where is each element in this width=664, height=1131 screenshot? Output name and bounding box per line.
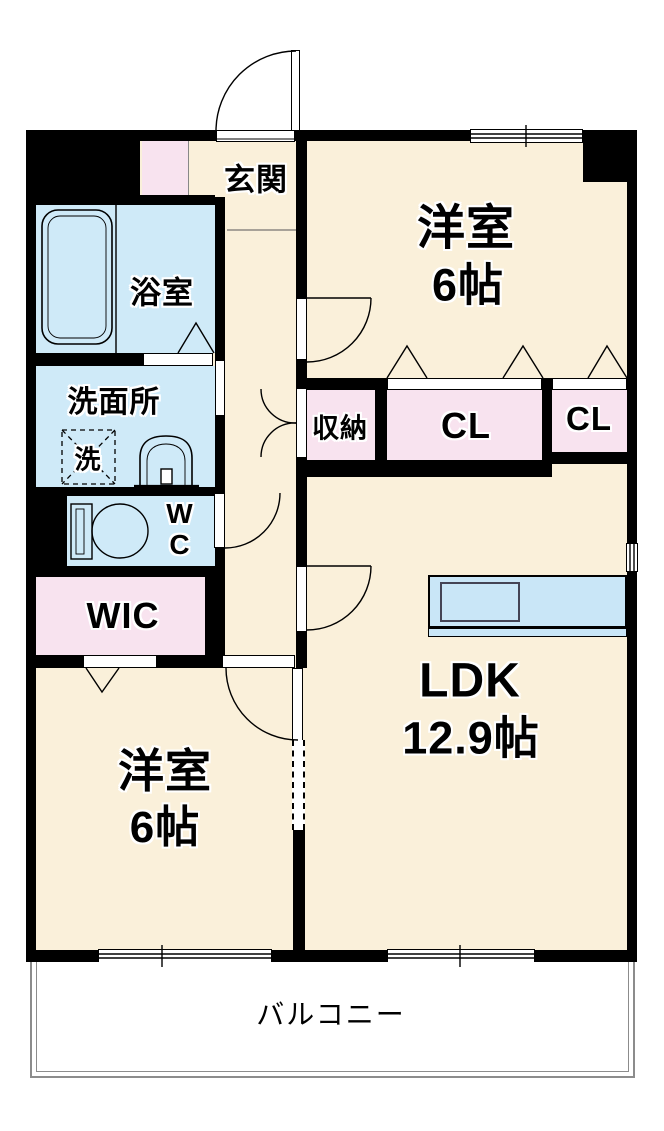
bedroom-bottom-door-opening	[222, 655, 295, 668]
wall-segment	[544, 452, 637, 464]
entry-door-threshold	[216, 130, 295, 142]
wall-segment	[627, 182, 637, 543]
wall-segment	[26, 487, 225, 496]
entry-door-leaf	[291, 50, 300, 131]
wic-folding-door-opening	[83, 655, 157, 668]
wall-segment	[583, 130, 637, 182]
label-washer: 洗	[74, 444, 102, 475]
wall-segment	[296, 360, 307, 390]
wall-segment	[272, 950, 387, 962]
wall-segment	[215, 415, 225, 493]
label-wc-line2: C	[169, 529, 191, 560]
wall-segment	[26, 353, 143, 366]
label-bedroom-bottom: 洋室	[118, 745, 212, 797]
wall-segment	[296, 460, 552, 477]
label-bedroom-top: 洋室	[416, 202, 516, 255]
wall-segment	[296, 141, 307, 298]
kitchen-counter-edge	[428, 628, 627, 637]
wall-segment	[295, 130, 470, 141]
balcony-area	[30, 962, 635, 1078]
label-wc-line1: W	[166, 498, 194, 530]
wic-floor	[36, 577, 212, 655]
washroom-door-opening	[215, 361, 225, 415]
window-kitchen-side	[626, 543, 638, 572]
wall-segment	[293, 830, 305, 950]
wall-segment	[296, 458, 307, 566]
storage-door-opening	[296, 388, 307, 458]
label-closet-small: CL	[566, 400, 612, 437]
wall-segment	[26, 655, 83, 668]
wall-segment	[26, 950, 98, 962]
wall-segment	[215, 197, 225, 361]
bath-folding-door-opening	[143, 353, 213, 366]
label-entry: 玄関	[224, 162, 288, 198]
balcony-rail-line	[36, 962, 629, 1072]
label-ldk: LDK	[419, 654, 521, 708]
wall-segment	[375, 378, 387, 460]
wall-segment	[305, 378, 387, 390]
label-bedroom-bottom-size: 6帖	[129, 803, 201, 852]
label-wc: W C	[166, 498, 194, 561]
wall-segment	[36, 195, 215, 205]
window-bottom-right	[387, 949, 535, 963]
bedroom-bottom-door-leaf	[292, 668, 303, 741]
closet-floor	[387, 390, 542, 460]
storage-floor	[305, 390, 375, 460]
closet-small-floor	[552, 390, 627, 452]
wall-segment	[215, 548, 225, 578]
label-bedroom-top-size: 6帖	[431, 259, 505, 311]
label-balcony: バルコニー	[256, 999, 406, 1030]
entry-door-arc	[215, 50, 297, 132]
wall-segment	[157, 655, 222, 668]
wall-segment	[205, 577, 225, 668]
wall-segment	[26, 130, 140, 200]
wc-door-leaf	[214, 493, 225, 548]
wall-segment	[140, 130, 216, 141]
label-closet: CL	[441, 405, 491, 446]
entry-cabinet	[142, 141, 189, 198]
wall-segment	[26, 496, 67, 577]
wall-segment	[296, 632, 307, 668]
window-bottom-left	[98, 949, 272, 963]
wall-segment	[542, 378, 552, 460]
label-bath: 浴室	[130, 275, 194, 311]
closet-small-door-track	[552, 378, 627, 390]
ldk-door-opening	[296, 566, 307, 632]
room-divider-hatch	[292, 740, 305, 830]
closet-door-track	[387, 378, 542, 390]
bedroom-top-door-opening	[296, 298, 307, 360]
label-storage: 収納	[312, 413, 368, 444]
kitchen-sink	[440, 582, 520, 622]
wall-segment	[535, 950, 637, 962]
window-top	[470, 129, 583, 143]
label-washroom: 洗面所	[67, 386, 161, 419]
wall-segment	[36, 566, 215, 577]
label-ldk-size: 12.9帖	[402, 712, 540, 764]
wall-segment	[627, 572, 637, 952]
label-wic: WIC	[86, 595, 160, 636]
